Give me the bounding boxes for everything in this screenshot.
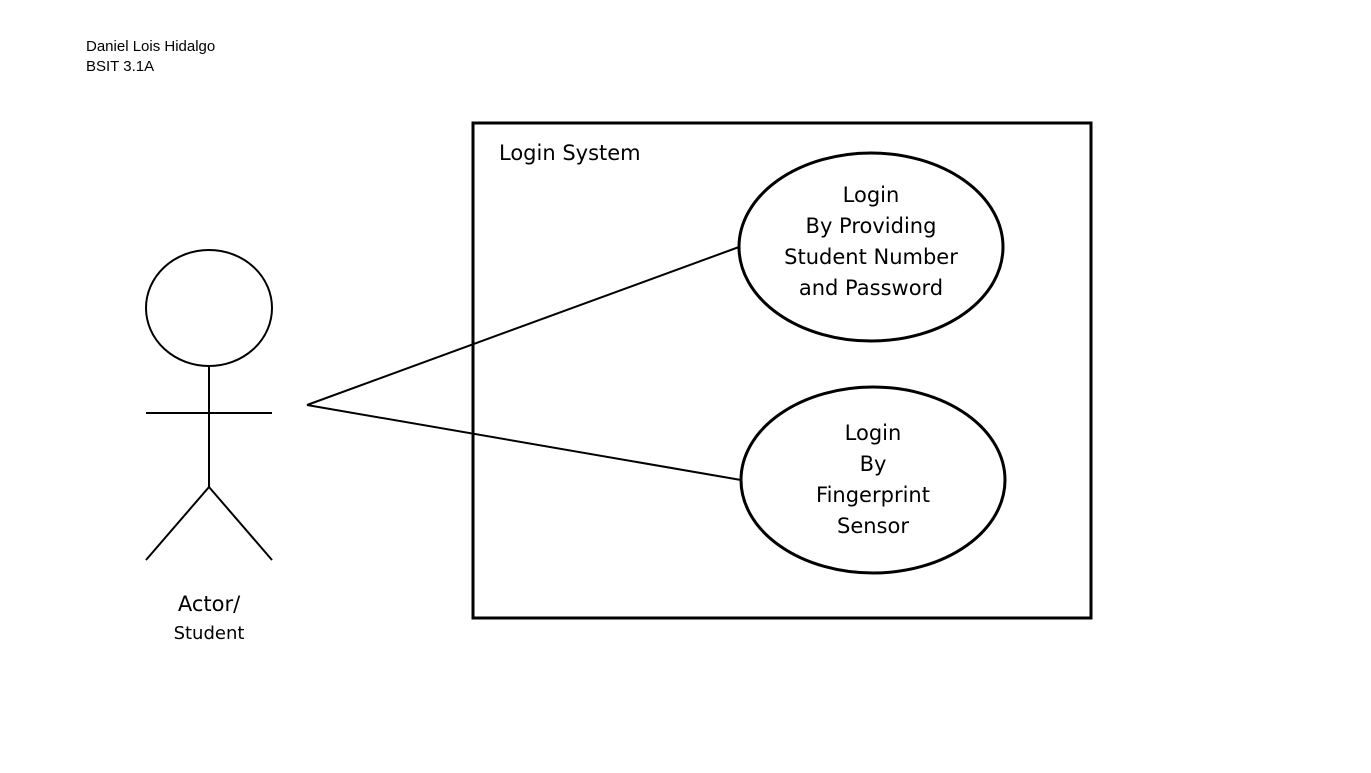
association-line-1	[306, 246, 740, 406]
author-name: Daniel Lois Hidalgo	[86, 38, 216, 55]
use-case-1-line-4: and Password	[799, 276, 943, 300]
system-label: Login System	[499, 141, 641, 165]
use-case-2-line-2: By	[860, 452, 887, 476]
actor-figure	[145, 249, 273, 561]
use-case-ellipse-2	[739, 385, 1007, 575]
use-case-label-1: Login By Providing Student Number and Pa…	[784, 183, 958, 300]
actor-left-leg	[145, 486, 210, 561]
use-case-1-line-3: Student Number	[784, 245, 958, 269]
use-case-label-2: Login By Fingerprint Sensor	[816, 421, 930, 538]
use-case-2-line-4: Sensor	[837, 514, 909, 538]
author-info: Daniel Lois Hidalgo BSIT 3.1A	[86, 37, 215, 77]
use-case-1-line-2: By Providing	[806, 214, 937, 238]
use-case-2-line-3: Fingerprint	[816, 483, 930, 507]
use-case-ellipse-1	[737, 151, 1005, 343]
actor-label-line1: Actor/	[178, 592, 241, 616]
actor-right-leg	[208, 486, 273, 561]
actor-label-line2: Student	[174, 623, 245, 644]
association-line-2	[306, 404, 742, 481]
system-boundary	[471, 121, 1093, 620]
use-case-2-line-1: Login	[845, 421, 902, 445]
author-section: BSIT 3.1A	[86, 58, 155, 75]
use-case-1-line-1: Login	[843, 183, 900, 207]
actor-head	[145, 249, 273, 367]
